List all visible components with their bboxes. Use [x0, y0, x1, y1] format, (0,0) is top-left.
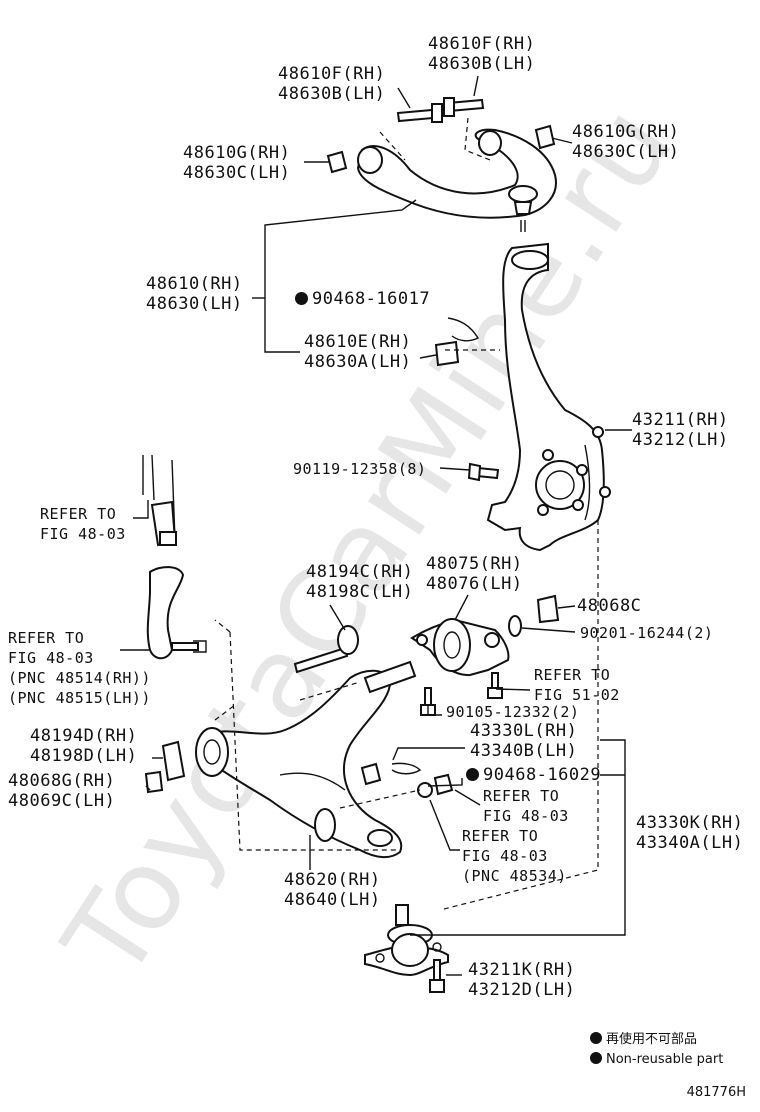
label-90201-16244: 90201-16244(2) [580, 624, 714, 642]
label-refer-fig-51-02: REFER TO FIG 51-02 [534, 666, 620, 704]
part-number-lh: 48630(LH) [146, 294, 243, 314]
rear-bushing [410, 618, 510, 677]
part-number-rh: 48610F(RH) [278, 64, 386, 84]
lower-nut-cotter [360, 762, 454, 798]
part-number-rh: 43211(RH) [632, 410, 729, 430]
part-number-rh: 43330K(RH) [636, 813, 744, 833]
upper-arm-bolts [379, 97, 491, 161]
label-48620-lower-arm: 48620(RH) 48640(LH) [284, 870, 381, 910]
part-number-rh: 48610G(RH) [572, 122, 680, 142]
part-number-rh: 43211K(RH) [468, 960, 576, 980]
upper-nuts [326, 124, 556, 174]
part-number-rh: 48610F(RH) [428, 34, 536, 54]
non-reusable-dot [295, 292, 308, 305]
steering-link [146, 566, 207, 660]
part-number-lh: 48630B(LH) [278, 84, 386, 104]
part-number-lh: 43340B(LH) [470, 741, 578, 761]
part-number-rh: 43330L(RH) [470, 721, 578, 741]
label-48075-bushing: 48075(RH) 48076(LH) [426, 554, 523, 594]
label-90105-12332: 90105-12332(2) [446, 703, 580, 721]
legend-dot [590, 1052, 602, 1064]
part-number-lh: 43212D(LH) [468, 980, 576, 1000]
part-number-lh: 43340A(LH) [636, 833, 744, 853]
legend-dot [590, 1032, 602, 1044]
label-90468-16029: 90468-16029 [466, 765, 601, 785]
part-number-rh: 48194D(RH) [30, 726, 138, 746]
part-number-rh: 48610G(RH) [183, 143, 291, 163]
upper-control-arm [356, 128, 557, 232]
part-number-rh: 48610E(RH) [304, 332, 412, 352]
part-number-lh: 48630B(LH) [428, 54, 536, 74]
label-90468-16017: 90468-16017 [295, 289, 430, 309]
part-number-lh: 48198D(LH) [30, 746, 138, 766]
lower-control-arm [195, 669, 403, 858]
non-reusable-dot [466, 768, 479, 781]
legend-en: Non-reusable part [590, 1051, 723, 1069]
knuckle-bolt [467, 462, 500, 482]
label-refer-fig-48-03-pnc-48514: REFER TO FIG 48-03 (PNC 48514(RH)) (PNC … [8, 629, 151, 707]
label-refer-fig-48-03-pnc-48534: REFER TO FIG 48-03 (PNC 48534) [462, 827, 567, 885]
part-number-lh: 48198C(LH) [306, 582, 414, 602]
steering-knuckle [486, 242, 611, 552]
part-number-lh: 48630A(LH) [304, 352, 412, 372]
label-43211K: 43211K(RH) 43212D(LH) [468, 960, 575, 1000]
part-number-rh: 48194C(RH) [306, 562, 414, 582]
label-refer-fig-48-03-a: REFER TO FIG 48-03 [40, 505, 126, 543]
part-number-rh: 48610(RH) [146, 274, 243, 294]
diagram-code: 481776H [686, 1085, 746, 1100]
part-number-lh: 48630C(LH) [183, 163, 291, 183]
label-48610F-upper-left: 48610F(RH) 48630B(LH) [278, 64, 385, 104]
label-43211-knuckle: 43211(RH) 43212(LH) [632, 410, 729, 450]
part-number-lh: 48076(LH) [426, 574, 523, 594]
part-number-lh: 48630C(LH) [572, 142, 680, 162]
part-number-rh: 48068G(RH) [8, 771, 116, 791]
part-number-lh: 43212(LH) [632, 430, 729, 450]
leader-lines [120, 75, 632, 976]
lower-nuts [144, 740, 186, 794]
upper-nut-cotter [434, 317, 500, 367]
bushing-bolts [420, 672, 503, 716]
label-48610-upper-arm: 48610(RH) 48630(LH) [146, 274, 243, 314]
part-number-lh: 48640(LH) [284, 890, 381, 910]
label-48610G-left: 48610G(RH) 48630C(LH) [183, 143, 290, 183]
part-number-rh: 48075(RH) [426, 554, 523, 574]
label-refer-fig-48-03-b: REFER TO FIG 48-03 [483, 787, 569, 825]
label-48194D: 48194D(RH) 48198D(LH) [30, 726, 137, 766]
label-43330K: 43330K(RH) 43340A(LH) [636, 813, 743, 853]
alignment-dashes [214, 520, 599, 911]
part-number-rh: 48620(RH) [284, 870, 381, 890]
part-number-lh: 48069C(LH) [8, 791, 116, 811]
label-48068G: 48068G(RH) 48069C(LH) [8, 771, 115, 811]
label-48610E: 48610E(RH) 48630A(LH) [304, 332, 411, 372]
label-48194C: 48194C(RH) 48198C(LH) [306, 562, 413, 602]
bushing-nut-washer [508, 594, 560, 637]
ball-joint-bolt [429, 959, 445, 993]
label-48068C: 48068C [577, 596, 642, 616]
label-48610G-right: 48610G(RH) 48630C(LH) [572, 122, 679, 162]
label-48610F-upper-right: 48610F(RH) 48630B(LH) [428, 34, 535, 74]
stabilizer-link [142, 454, 177, 547]
label-43330L: 43330L(RH) 43340B(LH) [470, 721, 577, 761]
legend-jp: 再使用不可部品 [590, 1031, 697, 1049]
lower-bolt-long [293, 625, 417, 694]
label-90119-12358: 90119-12358(8) [293, 460, 427, 478]
